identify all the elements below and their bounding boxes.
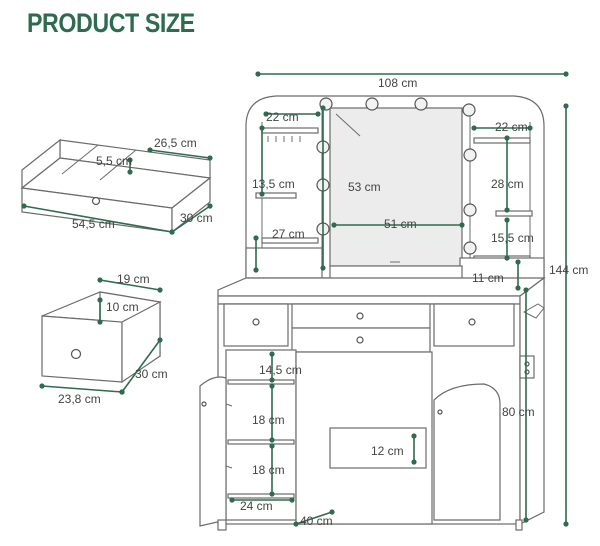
dimension-endpoint — [127, 169, 133, 175]
dimension-line — [23, 205, 173, 233]
dimension-endpoint — [320, 105, 326, 111]
dimension-endpoint — [259, 191, 265, 197]
dimension-endpoint — [269, 377, 275, 383]
dimension-endpoint — [289, 497, 295, 503]
dimension-endpoint — [147, 147, 153, 153]
dimension-endpoint — [527, 125, 533, 131]
dimension-endpoint — [207, 155, 213, 161]
page-title: PRODUCT SIZE — [27, 8, 195, 38]
vanity-table — [199, 95, 546, 531]
dimension-endpoint — [504, 217, 510, 223]
dimension-endpoint — [293, 521, 299, 527]
dimension-endpoint — [39, 383, 45, 389]
small-drawer — [41, 291, 162, 384]
dimension-endpoint — [331, 222, 337, 228]
dimension-endpoint — [119, 389, 125, 395]
dimension-endpoint — [255, 71, 261, 77]
dimension-endpoint — [253, 235, 259, 241]
dim-label-27cm: 27 cm — [272, 227, 305, 241]
dim-label-19cm: 19 cm — [117, 272, 150, 286]
dimension-endpoint — [207, 203, 213, 209]
dimension-endpoint — [127, 157, 133, 163]
dimension-lines — [21, 71, 569, 527]
dimension-endpoint — [515, 285, 521, 291]
dimension-endpoint — [157, 337, 163, 343]
dimension-endpoint — [269, 491, 275, 497]
dimension-endpoint — [169, 229, 175, 235]
dimension-endpoint — [563, 71, 569, 77]
dimension-line — [171, 205, 211, 233]
dimension-endpoint — [253, 267, 259, 273]
dim-label-28cm: 28 cm — [491, 177, 524, 191]
dim-label-54-5cm: 54,5 cm — [72, 217, 115, 231]
dimension-endpoint — [269, 437, 275, 443]
dimension-endpoint — [269, 383, 275, 389]
dimension-endpoint — [504, 135, 510, 141]
dimension-endpoint — [269, 443, 275, 449]
dimension-endpoint — [523, 287, 529, 293]
dim-label-40cm: 40 cm — [300, 514, 333, 528]
dim-label-22cm-left: 22 cm — [266, 110, 299, 124]
dimension-endpoint — [504, 207, 510, 213]
dimension-endpoint — [259, 125, 265, 131]
dimension-endpoint — [229, 497, 235, 503]
dimension-endpoint — [523, 517, 529, 523]
dimension-endpoint — [563, 521, 569, 527]
dim-label-53cm: 53 cm — [348, 180, 381, 194]
dim-label-18cm-upper: 18 cm — [252, 413, 285, 427]
dimension-endpoint — [471, 125, 477, 131]
dimension-endpoint — [157, 287, 163, 293]
dim-label-24cm: 24 cm — [240, 499, 273, 513]
dimension-line — [121, 339, 161, 393]
dimension-endpoint — [459, 222, 465, 228]
dimension-endpoint — [21, 203, 27, 209]
dim-label-30cm-large-drawer: 30 cm — [180, 211, 213, 225]
dim-label-11cm: 11 cm — [472, 271, 504, 285]
dimension-endpoint — [329, 509, 335, 515]
dim-label-18cm-lower: 18 cm — [252, 463, 285, 477]
dimension-line — [295, 511, 333, 525]
dim-label-144cm: 144 cm — [549, 263, 588, 277]
dim-label-10cm: 10 cm — [106, 300, 139, 314]
dimension-endpoint — [515, 259, 521, 265]
dim-label-80cm: 80 cm — [502, 405, 535, 419]
dim-label-14-5cm: 14,5 cm — [259, 363, 302, 377]
dim-label-13-5cm: 13,5 cm — [252, 177, 295, 191]
dim-label-30cm-small-drawer: 30 cm — [135, 367, 168, 381]
dimension-line — [41, 385, 123, 393]
dimension-endpoint — [411, 433, 417, 439]
dim-label-23-8cm: 23,8 cm — [58, 392, 101, 406]
dimension-endpoint — [269, 351, 275, 357]
dimension-endpoint — [320, 265, 326, 271]
dim-label-22cm-right: 22 cm — [495, 120, 528, 134]
dim-label-26-5cm: 26,5 cm — [154, 136, 197, 150]
dimension-endpoint — [563, 103, 569, 109]
dim-label-5-5cm: 5,5 cm — [96, 154, 132, 168]
dimension-line — [149, 149, 211, 159]
dim-label-15-5cm: 15,5 cm — [491, 231, 534, 245]
dim-label-12cm: 12 cm — [371, 444, 404, 458]
dimension-endpoint — [411, 459, 417, 465]
dimension-endpoint — [504, 255, 510, 261]
dim-label-51cm: 51 cm — [384, 217, 417, 231]
dimension-endpoint — [263, 111, 269, 117]
dimension-endpoint — [97, 277, 103, 283]
dimension-endpoint — [97, 297, 103, 303]
dimension-line — [99, 279, 161, 291]
dim-label-108cm: 108 cm — [378, 76, 417, 90]
dimension-endpoint — [97, 319, 103, 325]
dimension-endpoint — [315, 111, 321, 117]
